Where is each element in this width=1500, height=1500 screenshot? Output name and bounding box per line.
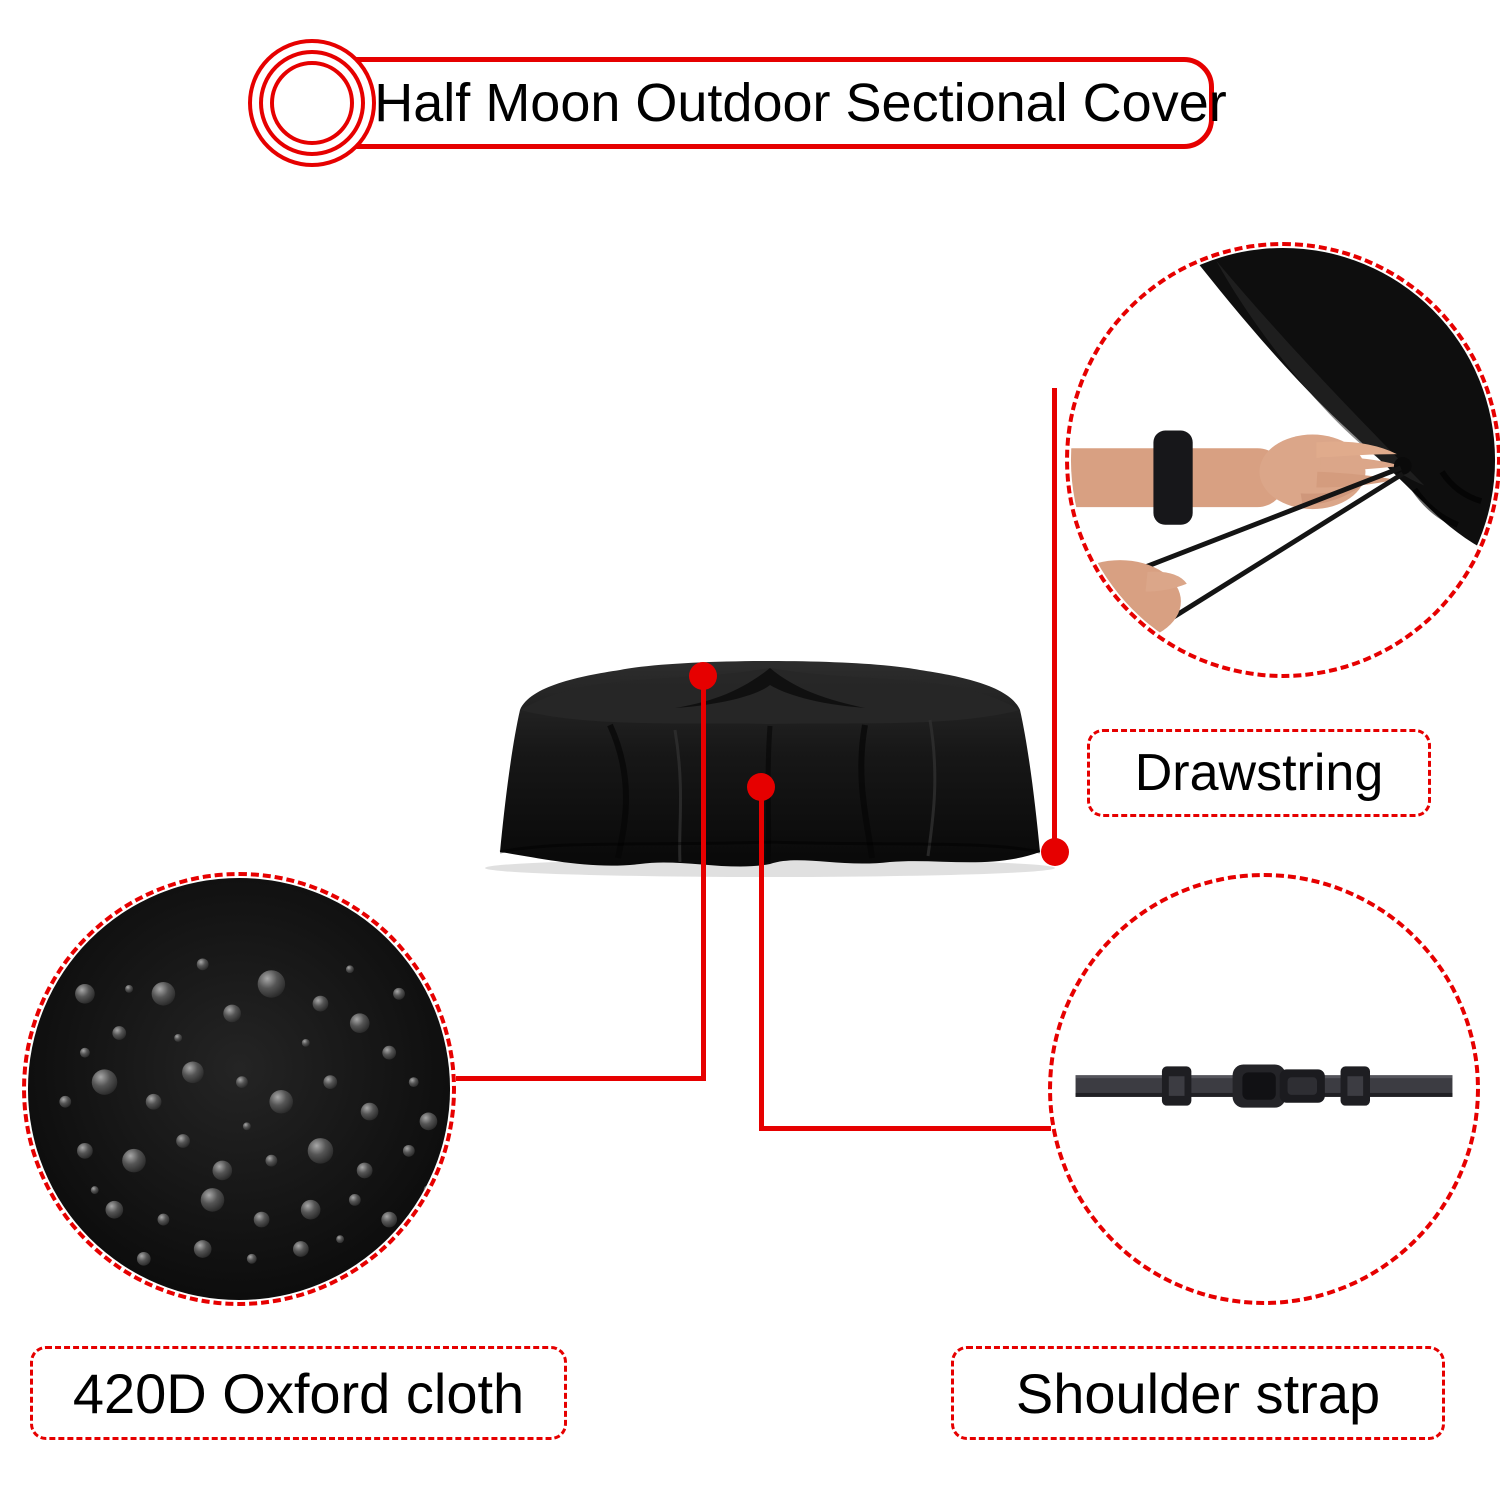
oxford-cloth-label-text: 420D Oxford cloth [72, 1361, 525, 1425]
drawstring-label-text: Drawstring [1134, 744, 1384, 802]
leader-line-strap-vertical [759, 787, 764, 1131]
marker-dot-fabric [689, 662, 717, 690]
leader-line-fabric-vertical [701, 676, 706, 1079]
shoulder-strap-label: Shoulder strap [951, 1346, 1445, 1440]
drawstring-closeup-photo [1065, 242, 1500, 678]
oxford-cloth-label: 420D Oxford cloth [30, 1346, 567, 1440]
shoulder-strap-photo [1048, 873, 1480, 1305]
strap-illustration [1053, 878, 1475, 1300]
product-cover-photo [470, 630, 1070, 880]
shoulder-strap-label-text: Shoulder strap [1015, 1361, 1381, 1425]
marker-dot-drawstring [1041, 838, 1069, 866]
fabric-illustration [27, 877, 451, 1301]
cover-illustration [485, 661, 1055, 877]
leader-line-drawstring-vertical [1052, 388, 1057, 852]
marker-dot-strap [747, 773, 775, 801]
page-title: Half Moon Outdoor Sectional Cover [374, 73, 1227, 133]
leader-line-fabric-horizontal [456, 1076, 706, 1081]
drawstring-label: Drawstring [1087, 729, 1431, 817]
drawstring-illustration [1070, 247, 1496, 673]
fabric-closeup-photo [22, 872, 456, 1306]
title-banner: Half Moon Outdoor Sectional Cover [257, 57, 1227, 149]
concentric-rings-icon [248, 39, 376, 167]
leader-line-strap-horizontal [759, 1126, 1051, 1131]
ring-inner [270, 61, 354, 145]
